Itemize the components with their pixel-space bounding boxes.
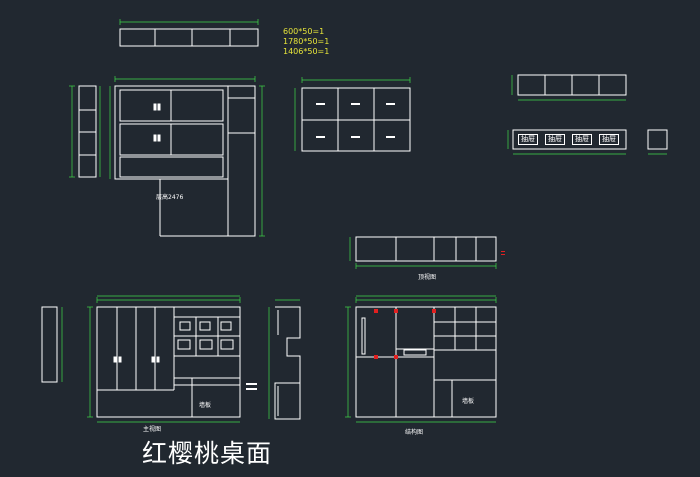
side-panel-bottom-left bbox=[41, 306, 58, 383]
drawer-strip bbox=[512, 129, 627, 150]
drawer-tag-1: 抽屉 bbox=[518, 134, 538, 145]
scale-note-3: 1406*50=1 bbox=[283, 47, 330, 56]
scale-note-1: 600*50=1 bbox=[283, 27, 325, 36]
structure-view-dimensions bbox=[345, 295, 497, 423]
drawer-grid-elevation bbox=[301, 87, 411, 152]
structure-view-label: 结构图 bbox=[405, 429, 424, 436]
wall-panel-label-right: 墙板 bbox=[462, 398, 475, 405]
side-elevation-dimensions bbox=[69, 85, 101, 178]
front-view-label: 主视图 bbox=[143, 426, 162, 433]
side-section-view bbox=[274, 306, 301, 420]
side-elevation-left bbox=[78, 85, 97, 178]
top-view-label: 顶视图 bbox=[418, 274, 437, 281]
front-view-elevation bbox=[96, 306, 241, 418]
drawer-grid-dimensions bbox=[294, 77, 411, 151]
room-height-label: 层高2476 bbox=[156, 194, 184, 201]
equals-sign bbox=[246, 383, 257, 390]
side-section-dimensions bbox=[268, 299, 300, 419]
wardrobe-elevation bbox=[114, 85, 256, 237]
top-view-cabinet bbox=[355, 236, 497, 262]
red-markers-top bbox=[501, 251, 505, 255]
wall-panel-label-left: 墙板 bbox=[199, 402, 212, 409]
top-view-dimensions bbox=[349, 237, 497, 269]
wardrobe-dimensions bbox=[109, 76, 265, 237]
drawer-tag-4: 抽屉 bbox=[599, 134, 619, 145]
drawer-handles bbox=[316, 103, 395, 138]
structure-red-markers bbox=[374, 309, 436, 359]
structure-view bbox=[355, 306, 497, 418]
plan-strip-dimensions bbox=[119, 19, 259, 25]
drawer-strip-dimensions bbox=[507, 130, 626, 155]
plan-view-strip bbox=[119, 28, 259, 47]
front-view-dimensions bbox=[87, 295, 241, 423]
upper-cabinet-strip bbox=[517, 74, 627, 96]
material-title: 红樱桃桌面 bbox=[142, 439, 273, 468]
upper-cabinet-dimensions bbox=[511, 75, 626, 101]
small-box-detail bbox=[647, 129, 668, 150]
scale-note-2: 1780*50=1 bbox=[283, 37, 330, 46]
drawer-tag-3: 抽屉 bbox=[572, 134, 592, 145]
drawer-tag-2: 抽屉 bbox=[545, 134, 565, 145]
